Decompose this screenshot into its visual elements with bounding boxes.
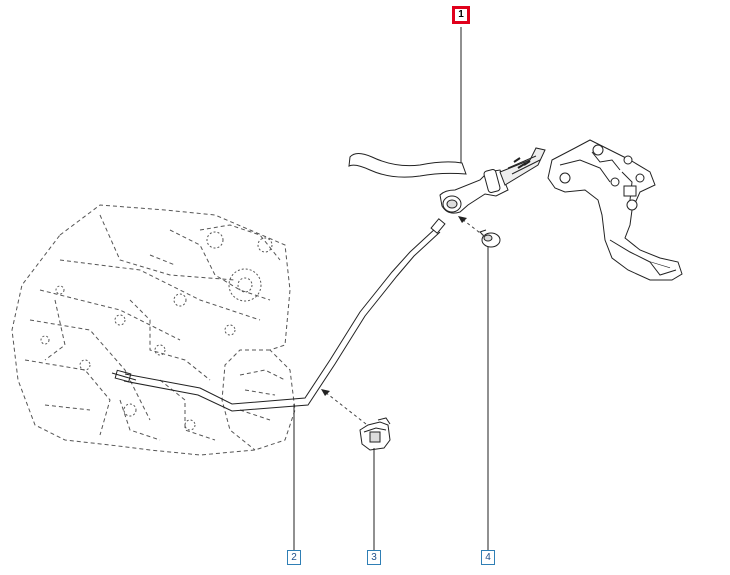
pedal-bracket [547, 139, 683, 281]
callout-2[interactable]: 2 [287, 550, 301, 565]
pipe-end-fitting [430, 218, 446, 234]
assembly-arrows [324, 218, 485, 425]
gearbox-outline [11, 204, 296, 456]
callout-1[interactable]: 1 [452, 6, 470, 24]
arrow-heads [321, 216, 467, 396]
hydraulic-pipe [123, 227, 441, 412]
slave-cylinder-fitting [111, 369, 137, 383]
callout-4[interactable]: 4 [481, 550, 495, 565]
retaining-pin [479, 229, 501, 248]
pipe-clip [359, 417, 391, 451]
gearbox-bolts [40, 231, 273, 431]
leader-lines [293, 27, 489, 550]
callout-3[interactable]: 3 [367, 550, 381, 565]
master-cylinder [348, 147, 546, 214]
